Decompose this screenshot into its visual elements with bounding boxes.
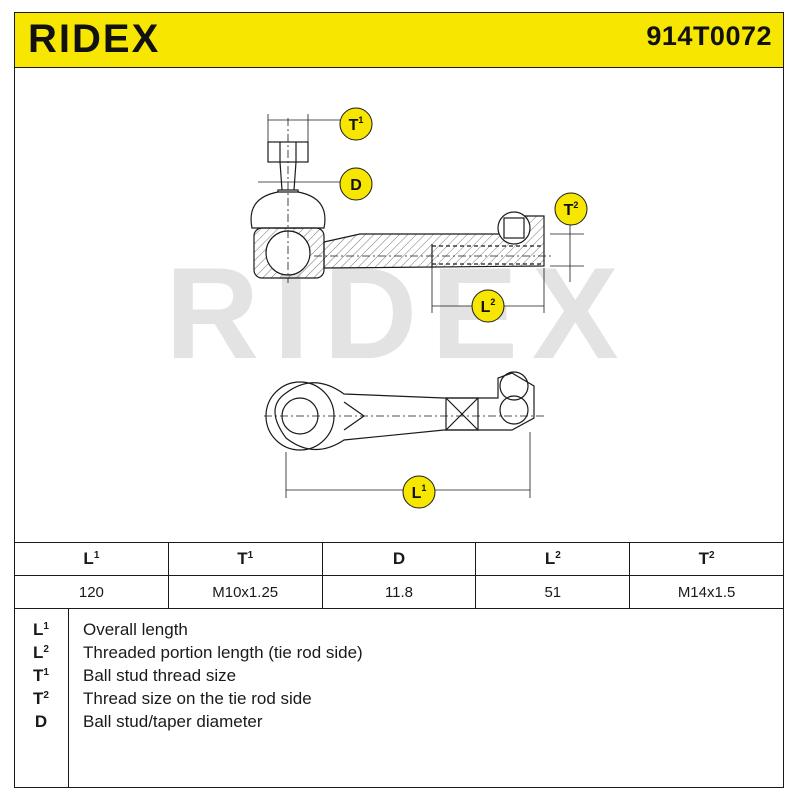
spec-header-cell: L1 [14, 542, 169, 576]
spec-header-cell: T1 [167, 542, 323, 576]
spec-value-d: 11.8 [321, 575, 477, 609]
spec-header-cell: T2 [629, 542, 784, 576]
svg-text:L2: L2 [481, 297, 496, 316]
top-view [264, 371, 544, 451]
legend-description: Overall length [83, 620, 188, 639]
spec-header-row: L1 T1 D L2 T2 [14, 542, 784, 576]
side-view [250, 118, 554, 283]
svg-text:T2: T2 [564, 200, 579, 219]
logo-text: RIDEX [28, 17, 160, 57]
legend-item: L1 Overall length [14, 620, 784, 642]
spec-header-cell: L2 [475, 542, 631, 576]
legend-description: Threaded portion length (tie rod side) [83, 643, 363, 662]
callout-l1: L1 [402, 475, 436, 509]
legend-item: T1 Ball stud thread size [14, 666, 784, 688]
spec-value-l2: 51 [475, 575, 631, 609]
spec-value-t2: M14x1.5 [629, 575, 784, 609]
ridex-logo: RIDEX [28, 17, 160, 57]
callout-t2: T2 [554, 192, 588, 226]
legend-description: Thread size on the tie rod side [83, 689, 312, 708]
part-number: 914T0072 [646, 21, 772, 51]
legend-item: D Ball stud/taper diameter [14, 712, 784, 734]
dimension-lines-side [258, 114, 584, 313]
spec-header-cell: D [321, 542, 477, 576]
callout-d: D [339, 167, 373, 201]
spec-table: L1 T1 D L2 T2 120 M10x1.25 11.8 51 M14x1… [14, 542, 784, 609]
callout-t1: T1 [339, 107, 373, 141]
spec-value-l1: 120 [14, 575, 169, 609]
svg-text:D: D [350, 177, 362, 194]
legend-symbol: L2 [33, 643, 49, 662]
spec-value-t1: M10x1.25 [167, 575, 323, 609]
legend-item: L2 Threaded portion length (tie rod side… [14, 643, 784, 665]
legend-divider [68, 608, 69, 788]
legend: L1 Overall length L2 Threaded portion le… [14, 608, 784, 788]
spec-value-row: 120 M10x1.25 11.8 51 M14x1.5 [14, 575, 784, 609]
legend-item: T2 Thread size on the tie rod side [14, 689, 784, 711]
svg-text:T1: T1 [349, 115, 364, 134]
legend-symbol: D [34, 712, 48, 731]
header-bar [14, 12, 784, 68]
svg-text:L1: L1 [412, 483, 427, 502]
legend-description: Ball stud/taper diameter [83, 712, 263, 731]
callout-l2: L2 [471, 289, 505, 323]
legend-symbol: L1 [33, 620, 49, 639]
legend-symbol: T2 [33, 689, 49, 708]
technical-drawing: RIDEX [165, 107, 619, 509]
legend-symbol: T1 [33, 666, 49, 685]
legend-description: Ball stud thread size [83, 666, 237, 685]
